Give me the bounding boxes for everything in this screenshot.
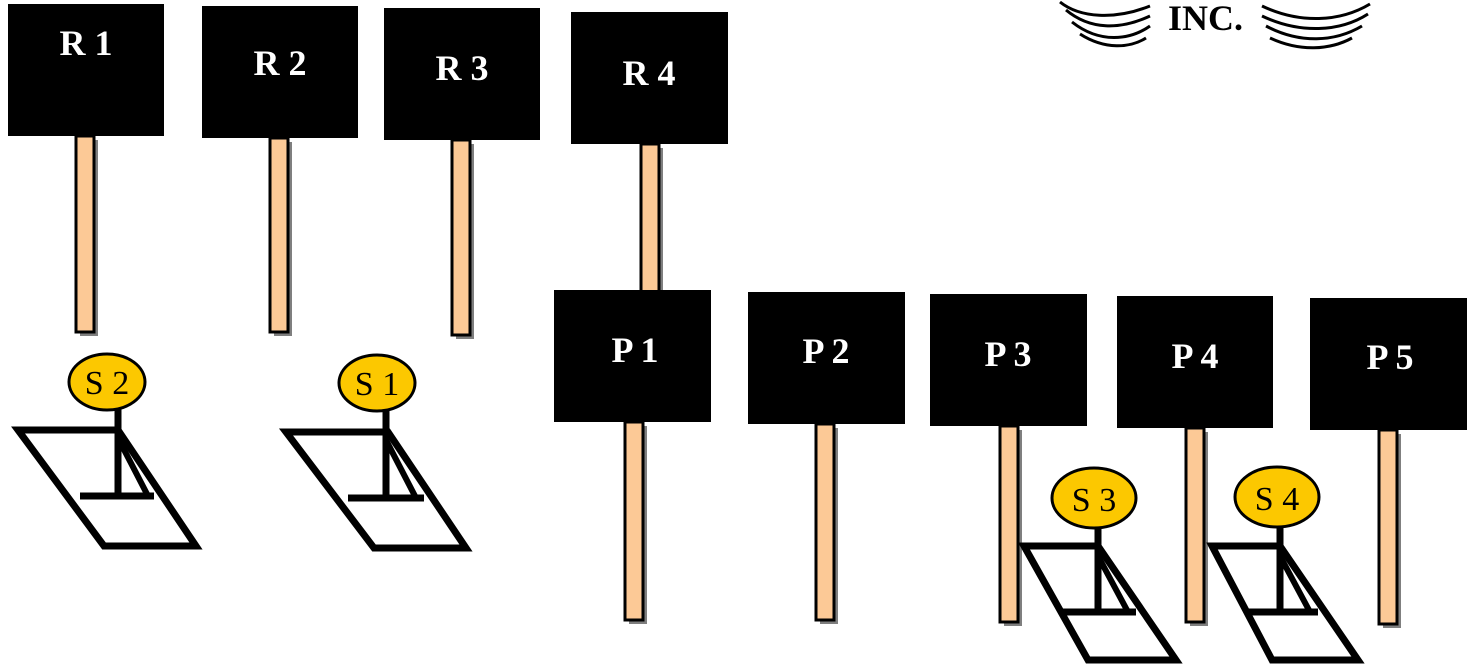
chair-brace-s2: [115, 436, 151, 498]
post-r1: [74, 134, 96, 334]
sign-posts: [74, 134, 1401, 628]
post-p5: [1377, 428, 1399, 626]
seat-s1: S 1: [337, 353, 417, 413]
seat-oval: [67, 352, 147, 412]
chair-frame-s3: [1018, 542, 1183, 664]
sign-label: R 1: [60, 23, 113, 63]
seat-oval: [337, 353, 417, 413]
sign-r3: R 3: [384, 8, 540, 140]
post-p1: [623, 420, 645, 622]
seat-s4: S 4: [1233, 465, 1321, 529]
seat-label: S 1: [355, 366, 399, 403]
sign-p1: P 1: [554, 290, 711, 422]
sign-label: P 4: [1171, 336, 1218, 376]
sign-label: R 4: [623, 53, 676, 93]
sign-label: P 3: [984, 334, 1031, 374]
post-r2: [268, 136, 290, 334]
sign-label: P 1: [611, 330, 658, 370]
sign-board: [930, 294, 1087, 426]
sign-r2: R 2: [202, 6, 358, 138]
sign-p2: P 2: [748, 292, 905, 424]
sign-board: [384, 8, 540, 140]
seat-label: S 4: [1255, 481, 1299, 518]
sign-p3: P 3: [930, 294, 1087, 426]
seat-oval: [1050, 466, 1138, 530]
sign-board: [202, 6, 358, 138]
post-p2: [814, 422, 836, 622]
seat-s2: S 2: [67, 352, 147, 412]
post-r4: [639, 142, 661, 294]
sign-r4: R 4: [571, 12, 728, 144]
sign-r1: R 1: [8, 4, 164, 136]
sign-board: [748, 292, 905, 424]
company-logo: INC.: [1059, 0, 1371, 50]
post-r3: [450, 138, 472, 337]
sign-board: [1117, 296, 1273, 428]
sign-p4: P 4: [1117, 296, 1273, 428]
seat-s3: S 3: [1050, 466, 1138, 530]
chair-frame-s4: [1206, 542, 1365, 664]
chair-frame-s1: [278, 428, 473, 552]
swirl-ornament-icon: [1059, 0, 1371, 50]
sign-board: [554, 290, 711, 422]
post-p4: [1184, 426, 1206, 624]
sign-label: R 3: [436, 48, 489, 88]
sign-p5: P 5: [1310, 298, 1467, 430]
chair-brace-s3: [1095, 554, 1131, 614]
sign-label: P 2: [802, 331, 849, 371]
sign-label: P 5: [1366, 337, 1413, 377]
chair-brace-s4: [1277, 554, 1313, 614]
sign-board: [571, 12, 728, 144]
seat-frames: [11, 408, 1365, 664]
sign-board: [1310, 298, 1467, 430]
seat-oval: [1233, 465, 1321, 529]
post-p3: [998, 424, 1020, 624]
chair-brace-s1: [383, 438, 419, 500]
logo-text: INC.: [1168, 0, 1243, 38]
seat-label: S 3: [1072, 482, 1116, 519]
sign-board: [8, 4, 164, 136]
sign-label: R 2: [254, 43, 307, 83]
chair-frame-s2: [11, 426, 203, 550]
seat-label: S 2: [85, 365, 129, 402]
